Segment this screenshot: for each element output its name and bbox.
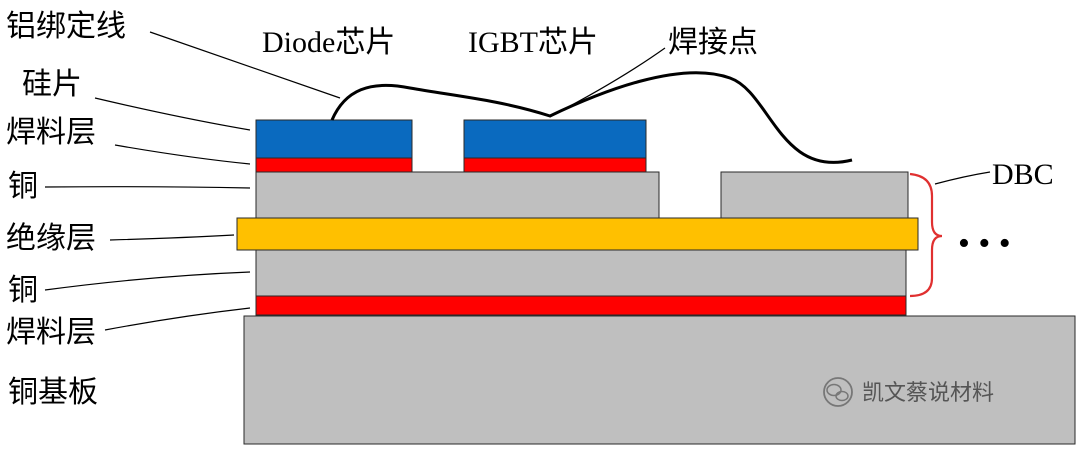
leader-solder-bottom (104, 307, 251, 331)
label-copper-top: 铜 (8, 170, 38, 203)
diode-chip (255, 119, 413, 159)
igbt-chip (463, 119, 647, 159)
label-silicon-chip: 硅片 (22, 68, 82, 101)
label-insulation: 绝缘层 (6, 222, 96, 255)
copper-layer-top-left (255, 171, 660, 219)
leader-silicon (94, 97, 251, 131)
ellipsis-dots: • • • (958, 225, 1011, 262)
dbc-bracket (909, 172, 943, 298)
leader-solder-joint (554, 47, 666, 115)
copper-layer-bottom (255, 249, 907, 297)
copper-baseplate (243, 315, 1076, 445)
leader-dbc (934, 171, 991, 185)
label-solder-bottom: 焊料层 (6, 316, 96, 349)
label-dbc: DBC (992, 158, 1054, 191)
label-copper-bottom: 铜 (8, 274, 38, 307)
bond-wire (330, 71, 853, 164)
label-igbt-chip: IGBT芯片 (468, 26, 598, 59)
insulation-layer (236, 217, 919, 251)
leader-insulation (109, 234, 235, 241)
solder-layer-diode (255, 157, 413, 173)
label-diode-chip: Diode芯片 (262, 26, 395, 59)
leader-solder-top (114, 144, 251, 165)
leader-copper-top (44, 186, 251, 189)
solder-layer-igbt (463, 157, 647, 173)
label-solder-top: 焊料层 (6, 116, 96, 149)
label-baseplate: 铜基板 (8, 376, 98, 409)
leader-wire-bond (149, 31, 341, 99)
copper-layer-top-right (720, 171, 909, 219)
solder-layer-bottom (255, 295, 907, 316)
label-wire-bond: 铝绑定线 (6, 10, 126, 43)
wechat-icon (823, 377, 853, 407)
watermark-text: 凯文蔡说材料 (862, 381, 994, 406)
leader-copper-bottom (44, 271, 251, 291)
label-solder-joint: 焊接点 (668, 26, 758, 59)
